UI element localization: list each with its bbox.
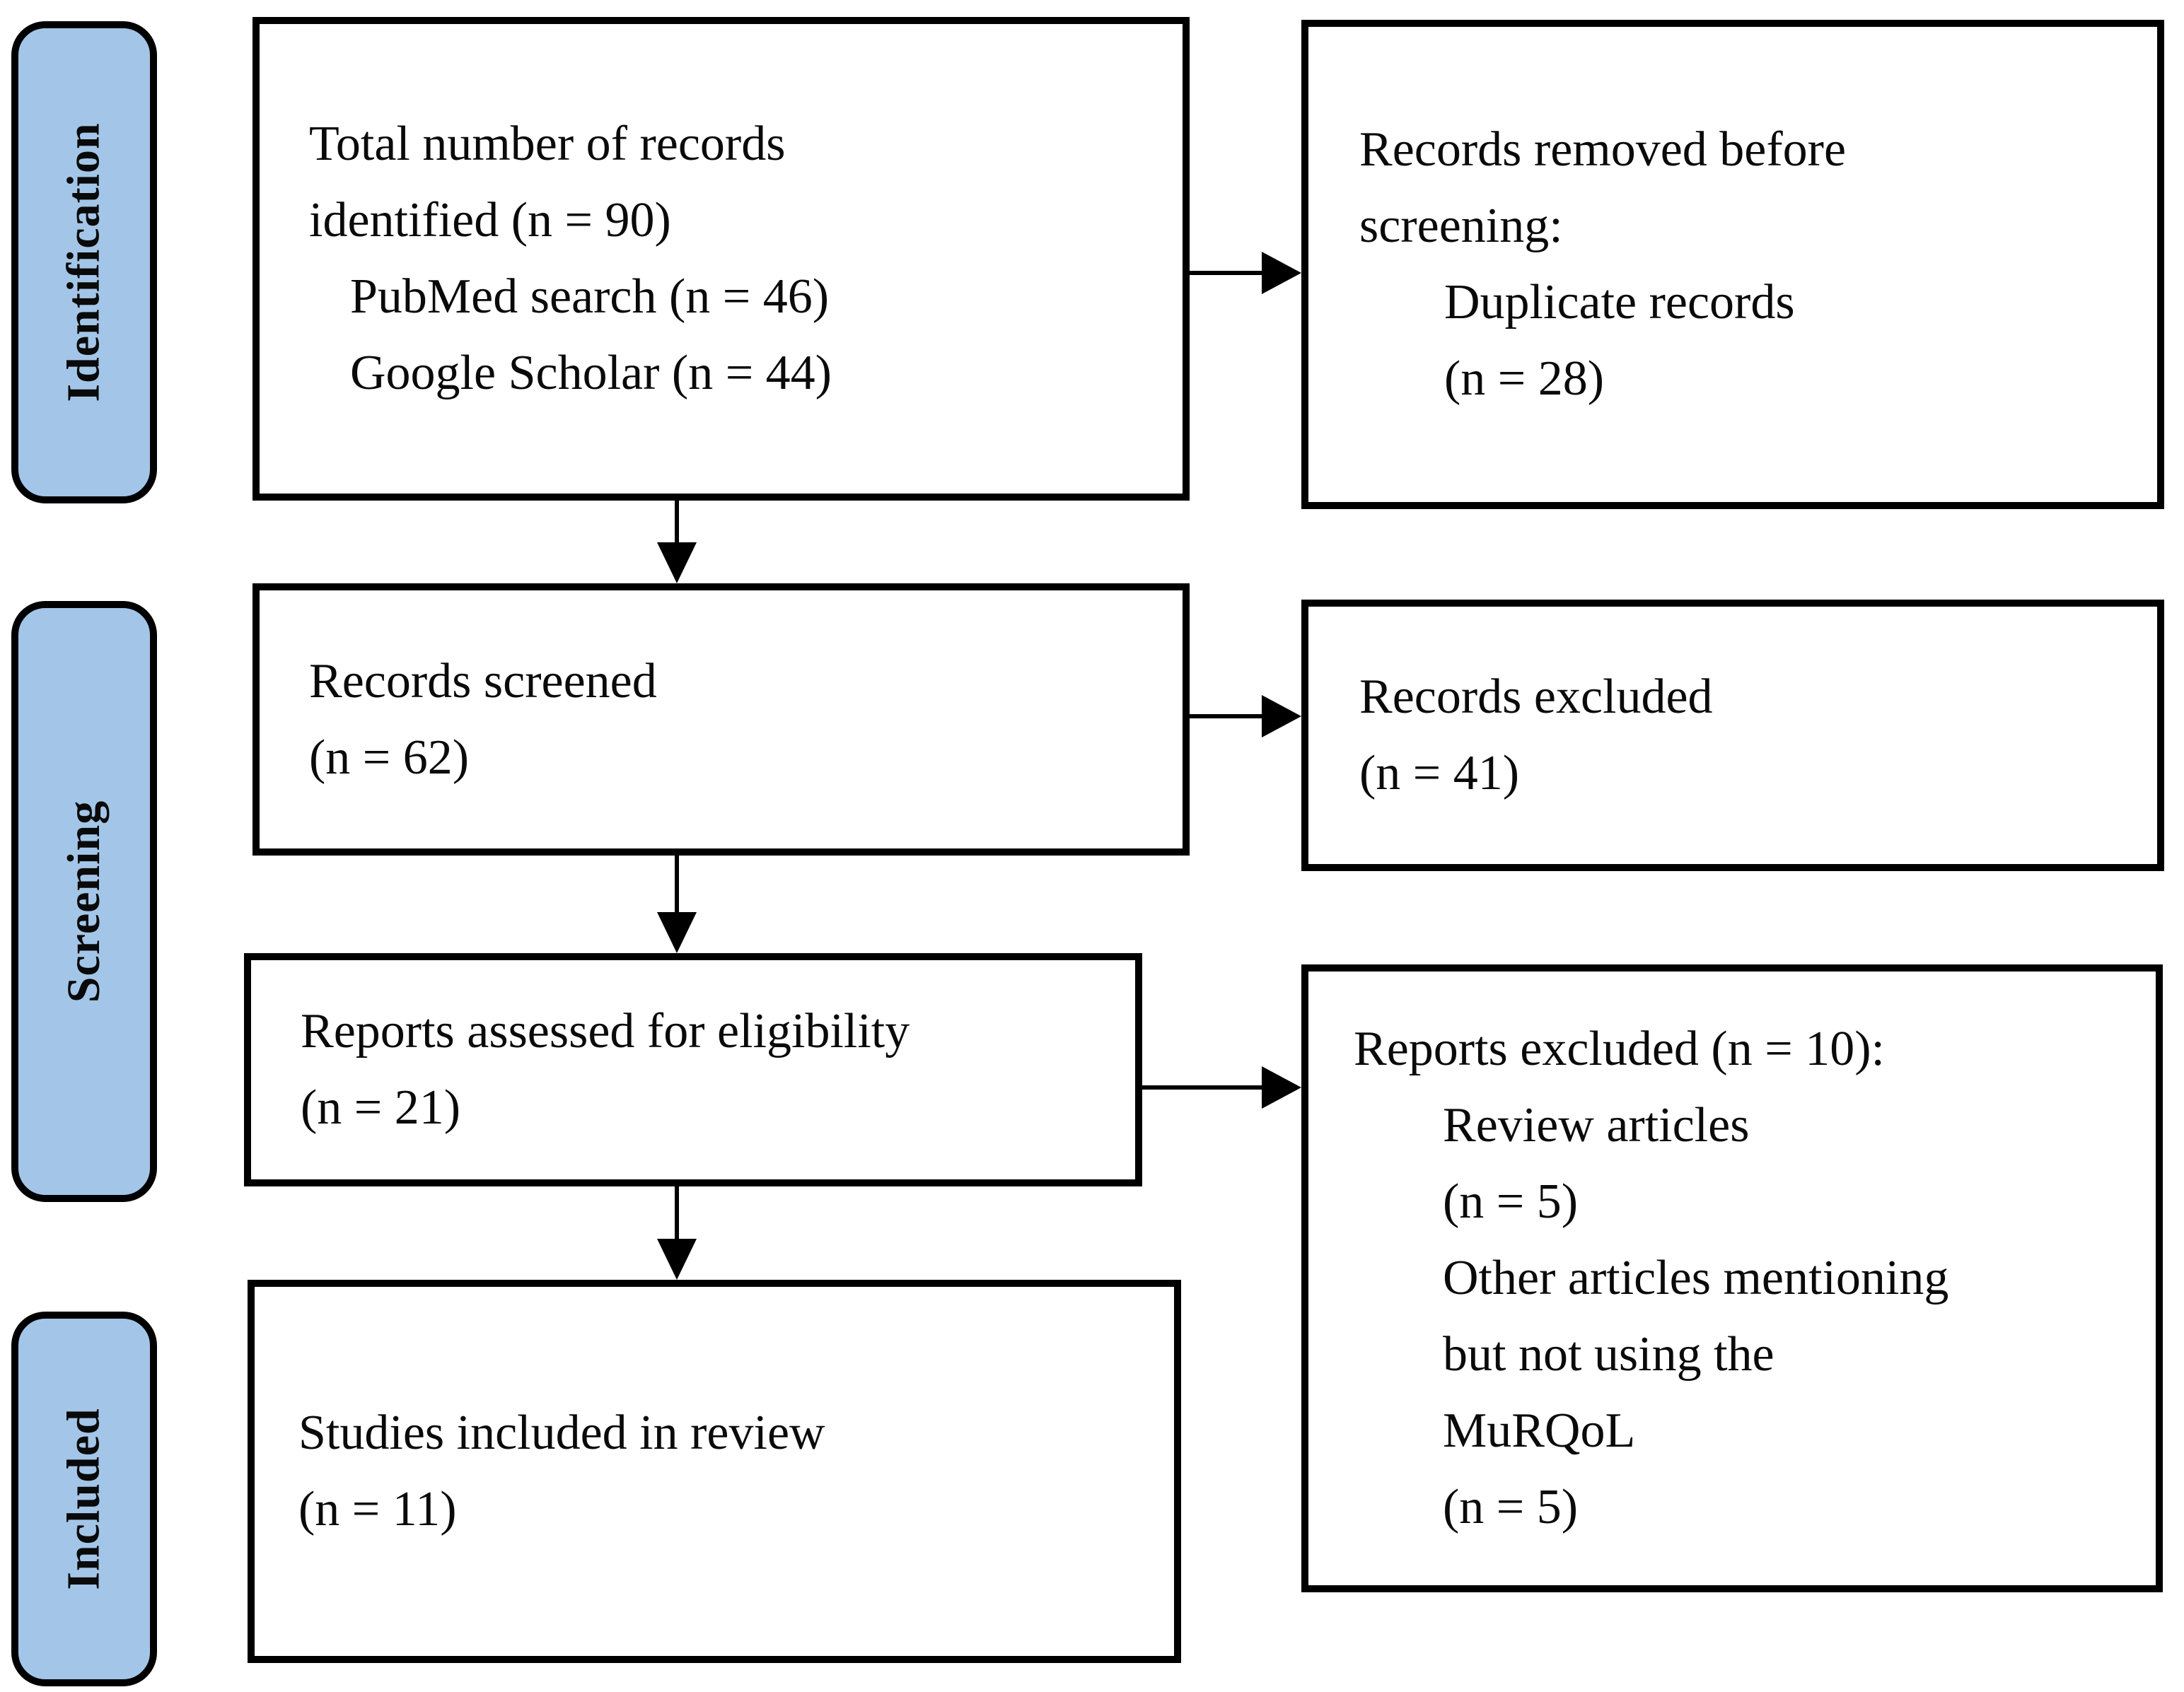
stage-label-screening: Screening (11, 601, 157, 1202)
text-line: (n = 5) (1443, 1480, 1579, 1534)
box-records-screened: Records screened (n = 62) (252, 583, 1190, 856)
stage-label-screening-text: Screening (58, 800, 110, 1003)
box-records-identified: Total number of records identified (n = … (252, 17, 1190, 501)
text-line: Studies included in review (298, 1406, 825, 1460)
stage-label-included-text: Included (58, 1408, 110, 1590)
stage-label-identification-text: Identification (58, 122, 110, 402)
box-records-removed-before-screening: Records removed before screening: Duplic… (1301, 20, 2164, 509)
arrow-head-icon (1262, 252, 1301, 294)
text-line: Records removed before (1359, 122, 1847, 177)
text-line: (n = 41) (1359, 746, 1520, 800)
box-reports-excluded: Reports excluded (n = 10): Review articl… (1301, 964, 2163, 1592)
text-line: Reports assessed for eligibility (301, 1004, 910, 1058)
box-records-excluded: Records excluded (n = 41) (1301, 600, 2164, 871)
text-line: Total number of records (309, 117, 786, 171)
text-line: MuRQoL (1443, 1404, 1636, 1458)
text-line: Google Scholar (n = 44) (350, 346, 832, 400)
text-line: Other articles mentioning (1443, 1251, 1949, 1305)
arrow-shaft (1190, 271, 1263, 275)
stage-label-identification: Identification (11, 21, 157, 503)
stage-label-included: Included (11, 1312, 157, 1686)
text-line: screening: (1359, 199, 1563, 253)
text-line: Records excluded (1359, 670, 1713, 724)
arrow-head-icon (657, 1239, 697, 1280)
arrow-shaft (1190, 714, 1263, 718)
text-line: Duplicate records (1444, 275, 1795, 329)
text-line: but not using the (1443, 1327, 1774, 1382)
arrow-head-icon (657, 912, 697, 953)
text-line: (n = 62) (309, 730, 470, 785)
arrow-head-icon (1262, 695, 1301, 737)
arrow-shaft (675, 856, 679, 915)
box-reports-assessed: Reports assessed for eligibility (n = 21… (244, 953, 1142, 1186)
box-studies-included: Studies included in review (n = 11) (248, 1280, 1181, 1663)
arrow-shaft (1142, 1085, 1263, 1090)
text-line: Reports excluded (n = 10): (1354, 1022, 1885, 1076)
arrow-head-icon (1262, 1066, 1301, 1109)
text-line: Records screened (309, 653, 657, 708)
text-line: (n = 28) (1444, 351, 1605, 406)
text-line: PubMed search (n = 46) (350, 269, 830, 324)
arrow-head-icon (657, 542, 697, 583)
text-line: (n = 21) (301, 1080, 461, 1135)
arrow-shaft (675, 501, 679, 546)
arrow-shaft (675, 1186, 679, 1242)
text-line: (n = 5) (1443, 1174, 1579, 1229)
text-line: (n = 11) (298, 1482, 457, 1536)
text-line: Review articles (1443, 1098, 1750, 1153)
text-line: identified (n = 90) (309, 193, 671, 247)
